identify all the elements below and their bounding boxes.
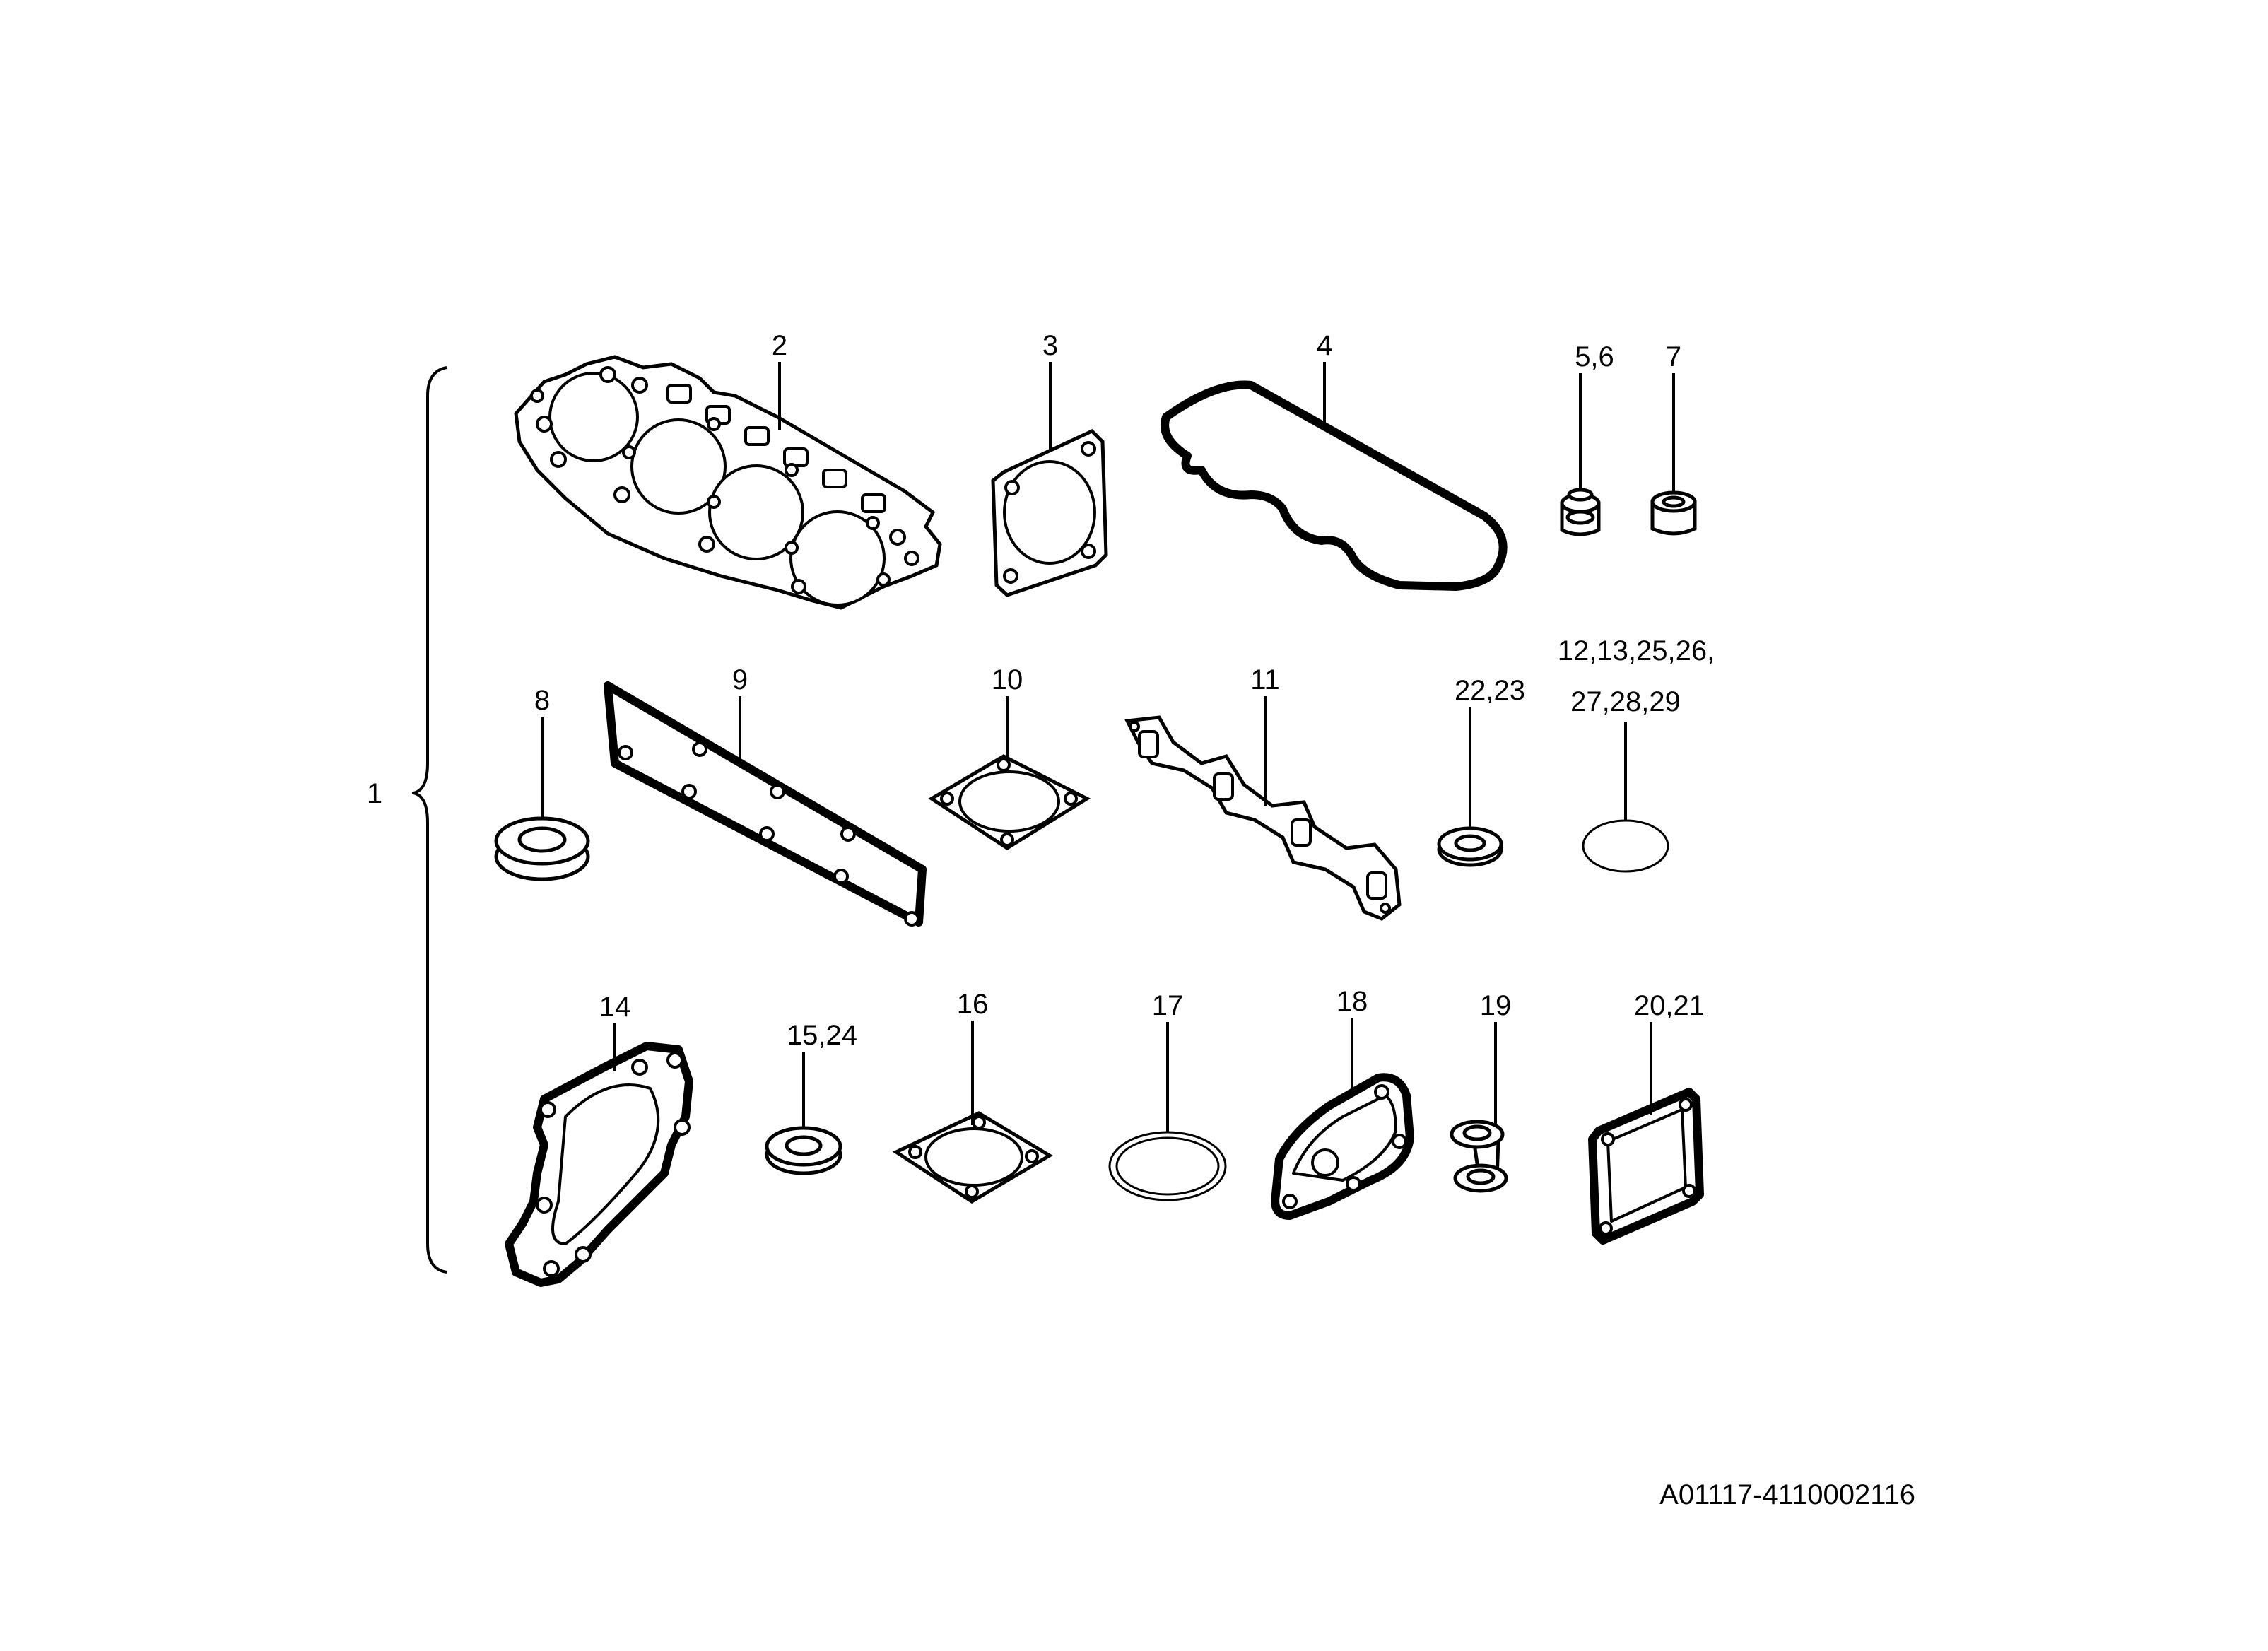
part-3-flange-gasket xyxy=(991,428,1108,597)
part-3-label: 3 xyxy=(1042,330,1058,361)
part-2-cylinder-head-gasket xyxy=(514,355,942,610)
part-2-label: 2 xyxy=(772,330,787,361)
part-14-label: 14 xyxy=(599,992,631,1023)
part-7-label: 7 xyxy=(1666,341,1681,372)
part-19-label: 19 xyxy=(1480,990,1512,1021)
part-16-flange-gasket xyxy=(892,1111,1053,1204)
part-7-sleeve xyxy=(1650,490,1697,536)
part-22-23-label: 22,23 xyxy=(1455,675,1525,706)
part-12-29-o-ring xyxy=(1582,819,1669,873)
part-20-21-cover-gasket xyxy=(1588,1088,1704,1245)
part-5-6-label: 5,6 xyxy=(1575,341,1614,372)
part-16-label: 16 xyxy=(957,989,989,1020)
part-22-23-washer xyxy=(1437,826,1503,867)
part-11-label: 11 xyxy=(1250,664,1280,695)
part-9-intake-gasket xyxy=(604,681,927,927)
part-10-label: 10 xyxy=(992,664,1023,695)
part-19-double-washer xyxy=(1450,1120,1508,1193)
part-4-label: 4 xyxy=(1317,330,1332,361)
part-10-flange-gasket xyxy=(928,754,1091,850)
part-8-washer xyxy=(494,816,590,881)
part-15-24-washer xyxy=(765,1126,842,1175)
part-20-21-label: 20,21 xyxy=(1634,990,1705,1021)
part-11-exhaust-gasket xyxy=(1124,715,1402,921)
part-5-6-valve-stem-seal xyxy=(1560,488,1601,536)
part-17-label: 17 xyxy=(1152,990,1184,1021)
part-4-valve-cover-gasket xyxy=(1161,380,1508,591)
part-9-label: 9 xyxy=(732,664,748,695)
part-12-29-label-line2: 27,28,29 xyxy=(1570,686,1681,717)
drawing-number: A01117-4110002116 xyxy=(1659,1479,1915,1510)
part-15-24-label: 15,24 xyxy=(787,1020,857,1051)
part-8-label: 8 xyxy=(534,685,550,716)
assembly-bracket xyxy=(412,366,447,1274)
assembly-label: 1 xyxy=(367,778,382,809)
part-14-water-pump-gasket xyxy=(505,1042,693,1287)
part-17-o-ring xyxy=(1108,1131,1227,1201)
part-12-29-label-line1: 12,13,25,26, xyxy=(1558,635,1715,666)
part-18-label: 18 xyxy=(1336,986,1368,1017)
part-18-housing-gasket xyxy=(1271,1073,1414,1220)
